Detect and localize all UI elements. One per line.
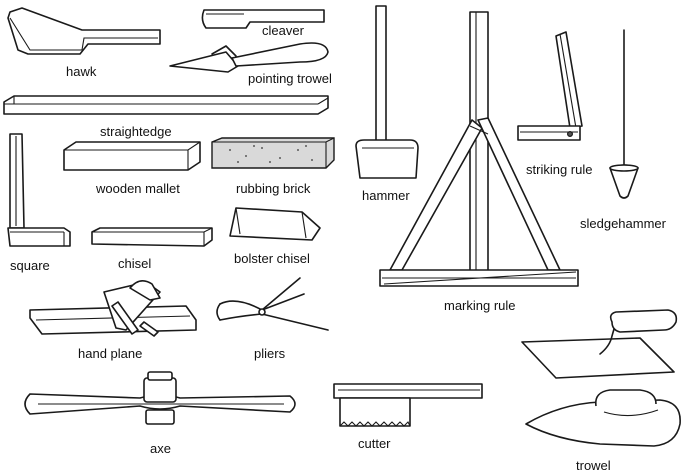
label-straightedge: straightedge: [100, 124, 172, 139]
bolster-chisel-drawing: [229, 207, 321, 241]
label-hawk: hawk: [66, 64, 97, 79]
hand-plane-drawing: [29, 280, 197, 337]
label-cleaver: cleaver: [262, 23, 304, 38]
marking-rule-drawing: [379, 11, 579, 287]
square-drawing: [7, 133, 71, 247]
label-cutter: cutter: [358, 436, 391, 451]
straightedge-drawing: [3, 95, 329, 115]
trowel-drawing: [521, 309, 681, 447]
pliers-drawing: [216, 277, 329, 331]
label-square: square: [10, 258, 50, 273]
rubbing-brick-drawing: [211, 137, 335, 169]
label-trowel: trowel: [576, 458, 611, 473]
label-bolster-chisel: bolster chisel: [234, 251, 310, 266]
axe-drawing: [24, 371, 296, 425]
label-rubbing-brick: rubbing brick: [236, 181, 311, 196]
label-wooden-mallet: wooden mallet: [96, 181, 180, 196]
label-sledgehammer: sledgehammer: [580, 216, 666, 231]
label-hand-plane: hand plane: [78, 346, 143, 361]
striking-rule-drawing: [517, 31, 583, 141]
chisel-drawing: [91, 227, 213, 247]
wooden-mallet-drawing: [63, 141, 201, 171]
hammer-drawing: [355, 5, 419, 179]
hawk-drawing: [7, 7, 161, 55]
pointing-trowel-drawing: [169, 42, 329, 73]
label-pliers: pliers: [254, 346, 286, 361]
label-marking-rule: marking rule: [444, 298, 516, 313]
label-striking-rule: striking rule: [526, 162, 593, 177]
cutter-drawing: [333, 383, 483, 427]
label-chisel: chisel: [118, 256, 152, 271]
label-pointing-trowel: pointing trowel: [248, 71, 332, 86]
sledgehammer-drawing: [609, 29, 639, 199]
label-axe: axe: [150, 441, 171, 456]
label-hammer: hammer: [362, 188, 410, 203]
cleaver-drawing: [201, 9, 325, 29]
